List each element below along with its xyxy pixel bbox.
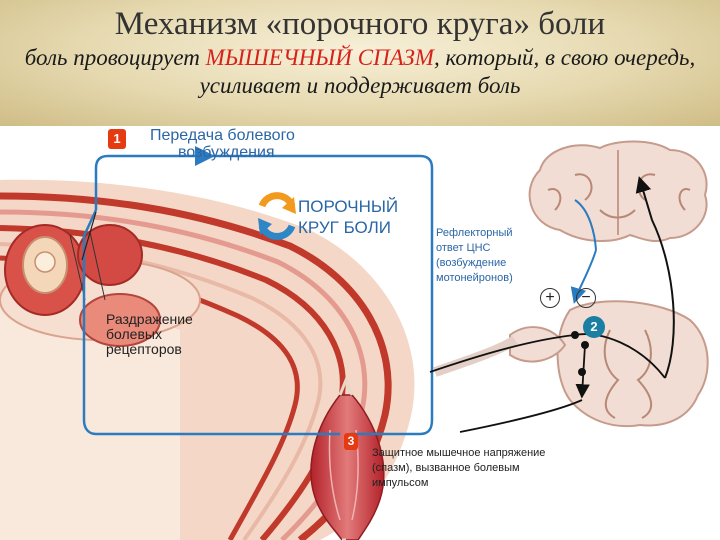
reflex-line2: ответ ЦНС <box>436 242 491 254</box>
irritation-line2: болевых <box>106 326 162 342</box>
spasm-line3: импульсом <box>372 477 429 489</box>
excitation-plus-sign: + <box>540 288 560 308</box>
pain-transmission-line1: Передача болевого <box>150 127 295 144</box>
irritation-line3: рецепторов <box>106 341 182 357</box>
vicious-cycle-icon <box>258 192 296 240</box>
step-1-badge: 1 <box>108 129 126 149</box>
vicious-cycle-line1: ПОРОЧНЫЙ <box>298 197 399 216</box>
spasm-line1: Защитное мышечное напряжение <box>372 447 546 459</box>
receptor-irritation-label: Раздражение болевых рецепторов <box>106 312 193 357</box>
torso-cross-section <box>0 179 415 540</box>
subtitle-end: , который, в свою очередь, усиливает и п… <box>199 45 696 98</box>
header-banner: Механизм «порочного круга» боли боль про… <box>0 0 720 126</box>
subtitle-highlight: МЫШЕЧНЫЙ СПАЗМ <box>205 45 434 70</box>
page-subtitle: боль провоцирует МЫШЕЧНЫЙ СПАЗМ, который… <box>10 44 710 100</box>
reflex-line4: мотонейронов) <box>436 272 513 284</box>
step-2-badge: 2 <box>583 316 605 338</box>
pain-pathway <box>81 146 434 436</box>
subtitle-start: боль провоцирует <box>24 45 206 70</box>
reflex-line3: (возбуждение <box>436 257 507 269</box>
vicious-cycle-label: ПОРОЧНЫЙ КРУГ БОЛИ <box>298 196 398 238</box>
inhibition-minus-sign: − <box>576 288 596 308</box>
irritation-line1: Раздражение <box>106 311 193 327</box>
brain-illustration <box>528 140 708 242</box>
reflex-line1: Рефлекторный <box>436 227 513 239</box>
page-title: Механизм «порочного круга» боли <box>114 6 606 42</box>
pain-transmission-label: Передача болевого возбуждения <box>150 127 295 161</box>
pain-transmission-line2: возбуждения <box>178 144 275 161</box>
spinal-cord-segment <box>433 300 709 428</box>
vicious-cycle-line2: КРУГ БОЛИ <box>298 218 391 237</box>
spasm-line2: (спазм), вызванное болевым <box>372 462 520 474</box>
step-3-badge: 3 <box>344 433 358 450</box>
reflex-response-label: Рефлекторный ответ ЦНС (возбуждение мото… <box>436 226 513 286</box>
protective-spasm-label: Защитное мышечное напряжение (спазм), вы… <box>372 446 545 491</box>
